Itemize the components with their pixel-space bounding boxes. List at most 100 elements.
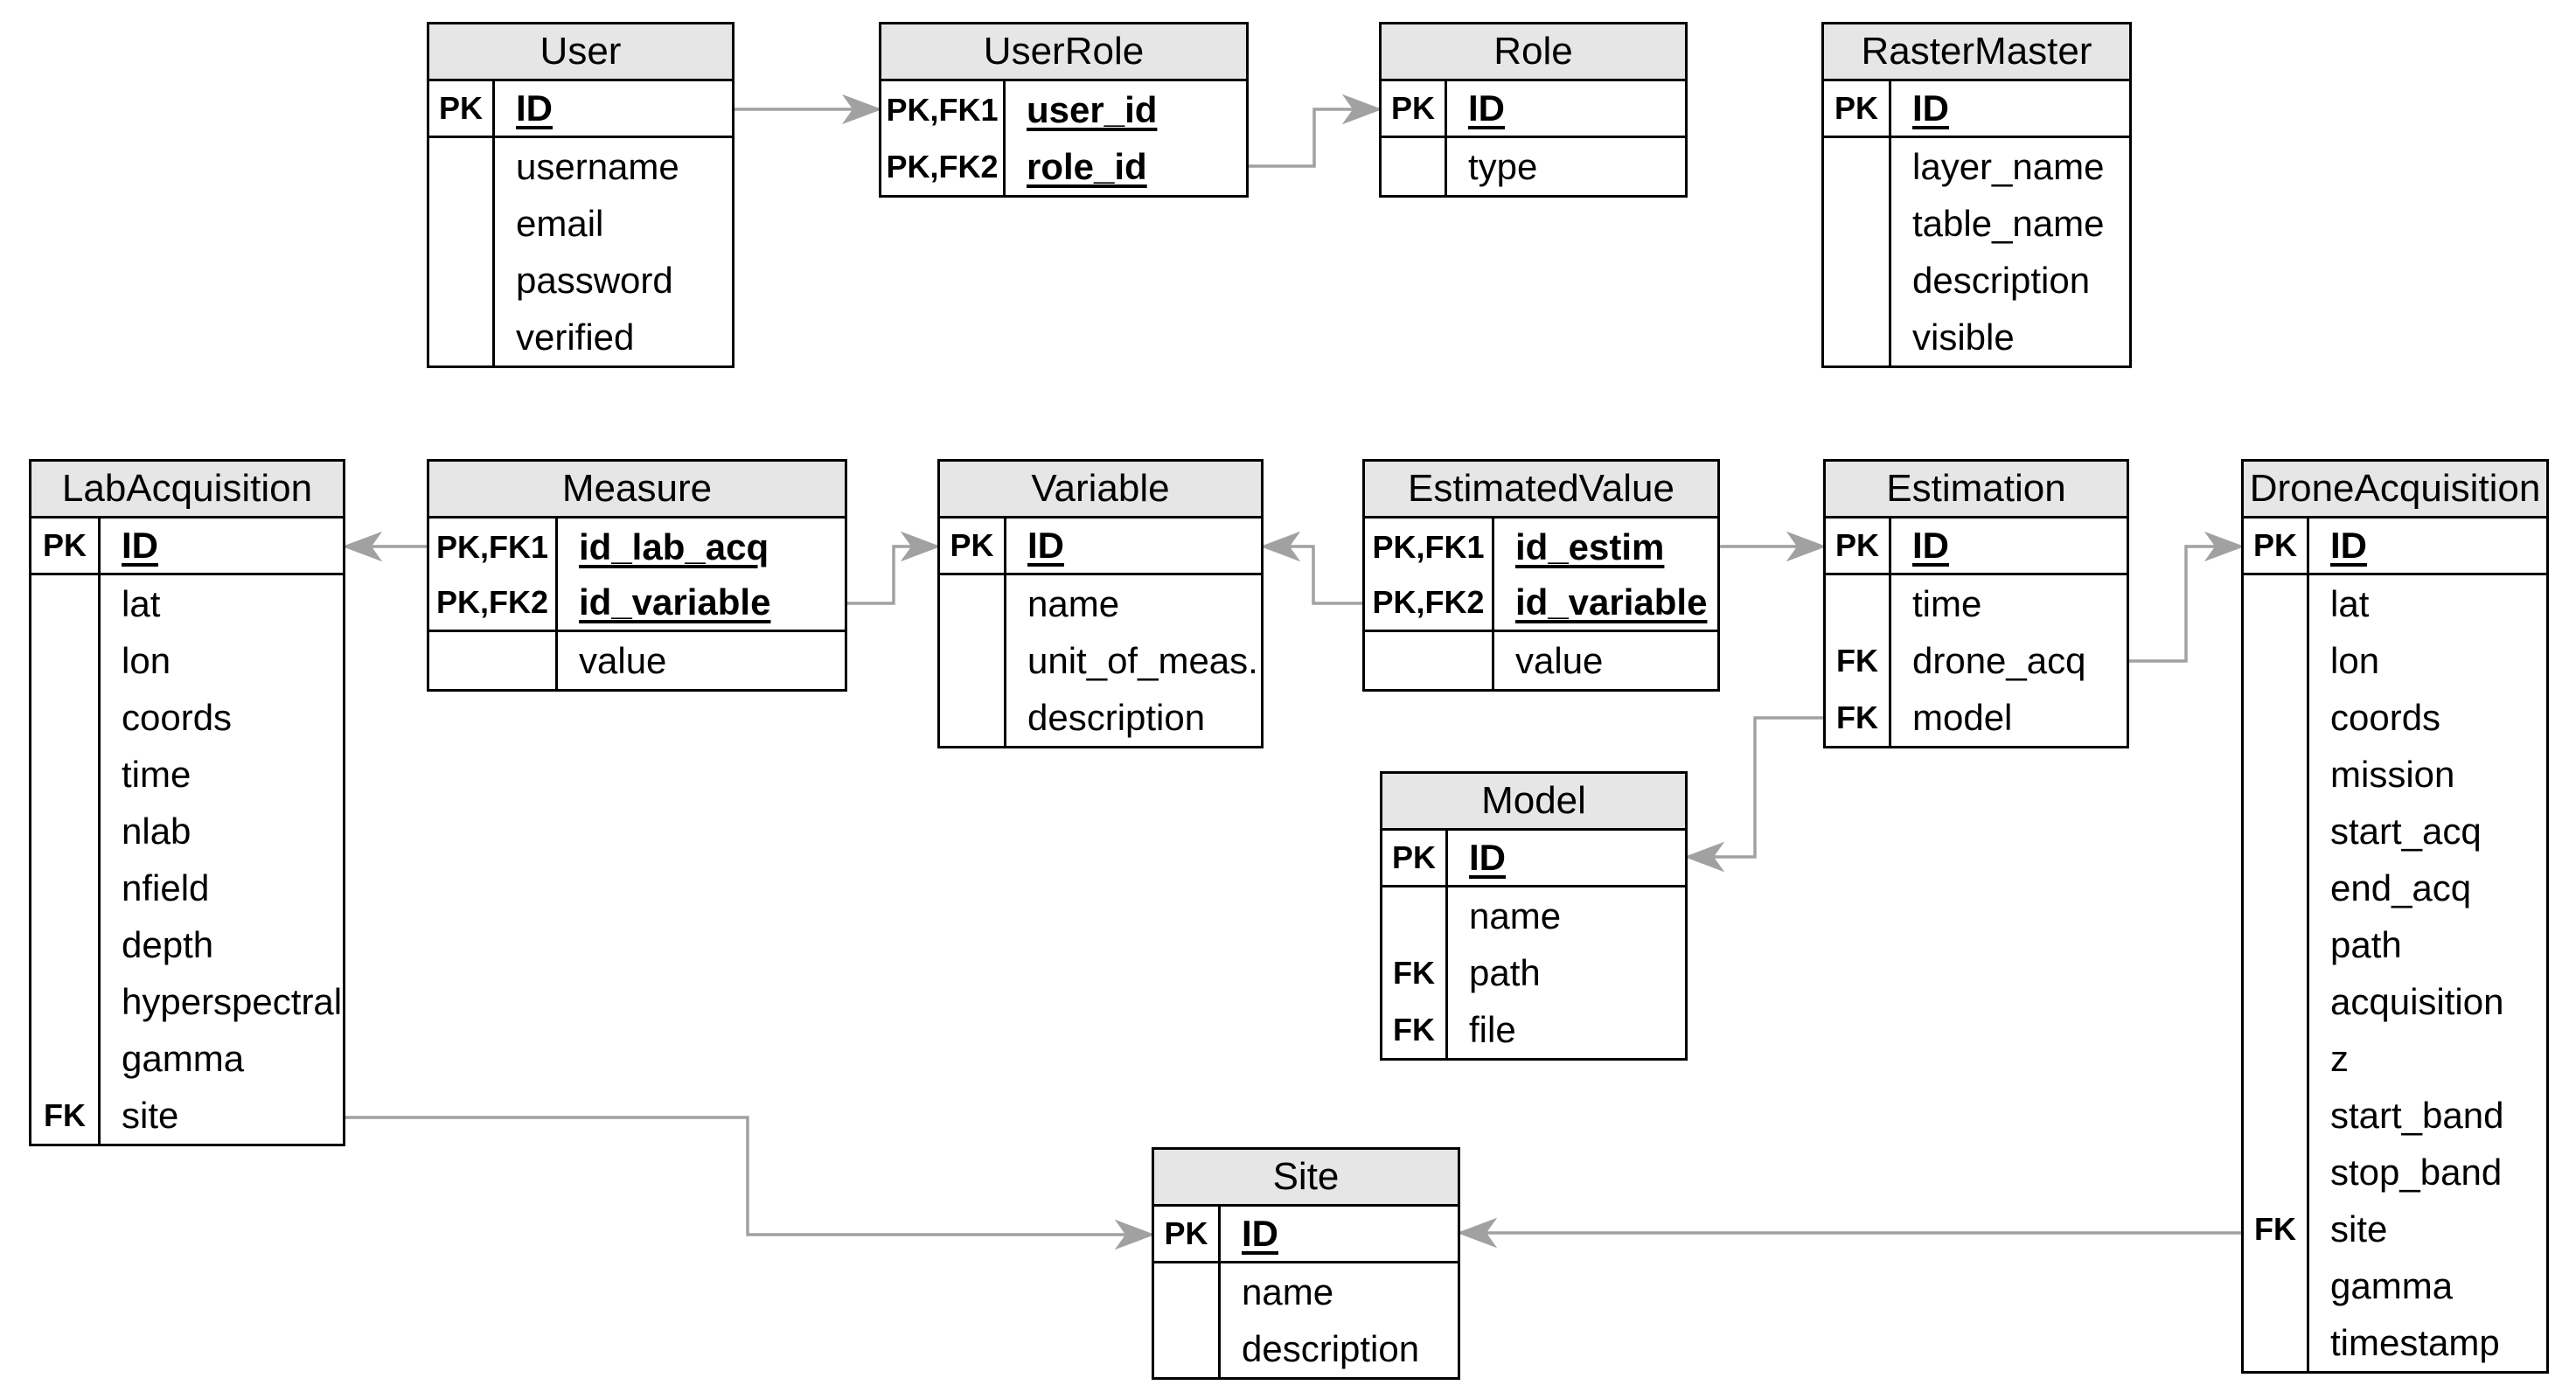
key-label (31, 916, 101, 973)
key-label: FK (1382, 944, 1448, 1001)
table-title: RasterMaster (1824, 24, 2129, 81)
key-label (429, 195, 495, 252)
table-title: LabAcquisition (31, 462, 343, 519)
attribute-name: lon (122, 639, 171, 681)
key-label: FK (1382, 1001, 1448, 1058)
attribute-name: user_id (1027, 88, 1158, 130)
attribute-name: lon (2330, 639, 2380, 681)
attribute-name: table_name (1912, 202, 2105, 244)
key-label: PK (1154, 1207, 1221, 1263)
table-title: Estimation (1826, 462, 2127, 519)
key-label (2244, 575, 2309, 632)
attribute-name: lat (2330, 582, 2370, 624)
key-label (2244, 1030, 2309, 1087)
key-label (1154, 1320, 1221, 1377)
key-label (1826, 575, 1891, 632)
attribute-name: coords (2330, 696, 2441, 738)
key-label (2244, 1314, 2309, 1371)
key-label (1154, 1263, 1221, 1320)
key-label (940, 632, 1006, 689)
key-label: FK (1826, 632, 1891, 689)
key-label (1824, 195, 1891, 252)
relationship-estimatedvalue-to-variable[interactable] (1260, 531, 1362, 605)
key-label: FK (1826, 689, 1891, 746)
attribute-name: mission (2330, 753, 2455, 795)
attribute-name: end_acq (2330, 867, 2472, 908)
key-label: PK,FK1 (1365, 519, 1494, 575)
key-label (1824, 138, 1891, 195)
key-label (31, 803, 101, 860)
key-label: PK (1382, 81, 1447, 138)
attribute-name: id_lab_acq (579, 525, 769, 567)
attribute-name: email (516, 202, 604, 244)
attribute-name: time (1912, 582, 1982, 624)
attribute-name: ID (1006, 519, 1261, 575)
attribute-name: path (1469, 951, 1541, 993)
relationship-estimation-to-droneacquisition[interactable] (2129, 531, 2245, 663)
table-title: Site (1154, 1150, 1458, 1207)
attribute-name: password (516, 259, 673, 301)
table-title: User (429, 24, 732, 81)
key-label (429, 252, 495, 309)
attribute-name: nfield (122, 867, 210, 908)
attribute-name: site (122, 1094, 179, 1136)
relationship-measure-to-variable[interactable] (847, 531, 941, 605)
key-label (31, 973, 101, 1030)
key-label: PK (1382, 831, 1448, 887)
table-title: Variable (940, 462, 1261, 519)
key-label (2244, 1087, 2309, 1144)
key-label: PK (2244, 519, 2309, 575)
attribute-name: acquisition (2330, 980, 2504, 1022)
attribute-name: model (1912, 696, 2013, 738)
key-label (31, 746, 101, 803)
attribute-name: description (1027, 696, 1206, 738)
attribute-name: hyperspectral (122, 980, 343, 1022)
key-label: FK (31, 1087, 101, 1144)
key-label (2244, 632, 2309, 689)
relationship-labacquisition-to-site[interactable] (345, 1116, 1155, 1250)
attribute-name: gamma (122, 1037, 245, 1079)
key-label (1382, 138, 1447, 195)
key-label (2244, 689, 2309, 746)
attribute-name: lat (122, 582, 161, 624)
relationship-userrole-to-role[interactable] (1249, 94, 1382, 168)
attribute-name: role_id (1027, 145, 1147, 187)
key-label (940, 689, 1006, 746)
key-label (1382, 887, 1448, 944)
attribute-name: start_band (2330, 1094, 2504, 1136)
key-label (429, 309, 495, 365)
attribute-name: ID (1891, 81, 2129, 138)
key-label (31, 689, 101, 746)
attribute-name: stop_band (2330, 1151, 2503, 1193)
attribute-name: id_variable (558, 575, 845, 632)
key-label: PK,FK2 (1365, 575, 1494, 632)
key-label (31, 575, 101, 632)
relationship-estimation-to-model[interactable] (1684, 716, 1823, 873)
attribute-name: value (579, 639, 667, 681)
attribute-name: start_acq (2330, 810, 2482, 852)
attribute-name: file (1469, 1008, 1516, 1050)
attribute-name: description (1912, 259, 2091, 301)
attribute-name: verified (516, 316, 635, 358)
attribute-name: ID (1891, 519, 2127, 575)
table-title: Model (1382, 774, 1685, 831)
attribute-name: type (1468, 145, 1538, 187)
